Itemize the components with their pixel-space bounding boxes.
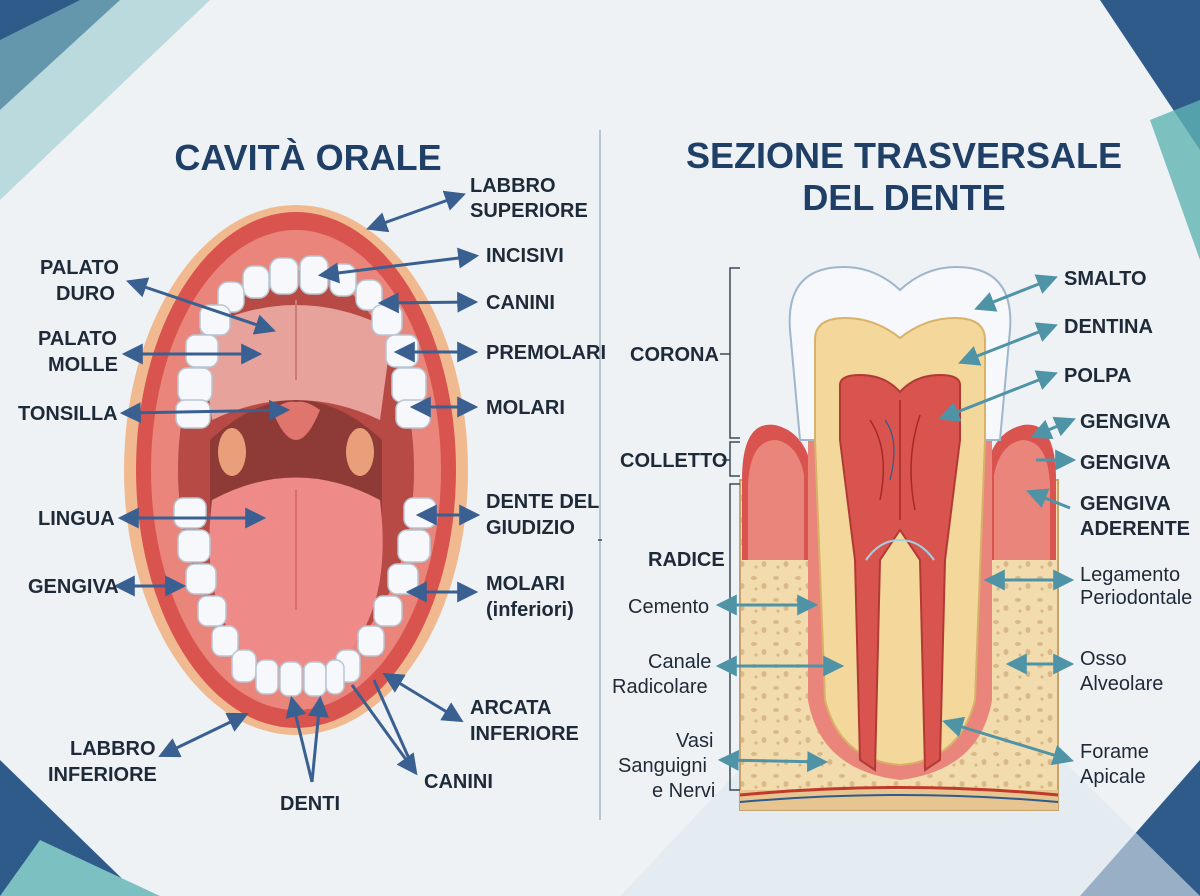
label-arcata-inferiore-2: INFERIORE (470, 723, 579, 745)
label-canale-2: Radicolare (612, 676, 708, 698)
label-palato-duro-2: DURO (56, 283, 115, 305)
label-legamento-2: Periodontale (1080, 587, 1192, 609)
left-arrows (113, 190, 481, 783)
right-arrows (715, 274, 1077, 773)
label-gengiva-2: GENGIVA (1080, 452, 1171, 474)
label-gengiva-aderente-2: ADERENTE (1080, 518, 1190, 540)
label-osso-2: Alveolare (1080, 673, 1163, 695)
right-labels: SMALTO DENTINA POLPA GENGIVA GENGIVA GEN… (612, 268, 1192, 802)
right-title-line2: DEL DENTE (802, 177, 1005, 218)
label-colletto: COLLETTO (620, 450, 727, 472)
label-vasi-2: Sanguigni (618, 755, 707, 777)
label-legamento-1: Legamento (1080, 564, 1180, 586)
label-lingua: LINGUA (38, 508, 115, 530)
label-polpa: POLPA (1064, 365, 1131, 387)
label-arcata-inferiore-1: ARCATA (470, 697, 551, 719)
label-canini-inferiori: CANINI (424, 771, 493, 793)
label-forame-2: Apicale (1080, 766, 1146, 788)
label-corona: CORONA (630, 344, 719, 366)
mouth-illustration (124, 205, 468, 735)
label-denti: DENTI (280, 793, 340, 815)
label-vasi-3: e Nervi (652, 780, 715, 802)
label-palato-molle-1: PALATO (38, 328, 117, 350)
tooth-illustration (739, 266, 1059, 811)
label-palato-duro-1: PALATO (40, 257, 119, 279)
label-gengiva-1: GENGIVA (1080, 411, 1171, 433)
label-forame-1: Forame (1080, 741, 1149, 763)
label-gengiva: GENGIVA (28, 576, 119, 598)
lower-teeth (173, 497, 437, 697)
label-dentina: DENTINA (1064, 316, 1153, 338)
label-palato-molle-2: MOLLE (48, 354, 118, 376)
label-labbro-inferiore-2: INFERIORE (48, 764, 157, 786)
label-dente-giudizio-1: DENTE DEL (486, 491, 599, 513)
label-labbro-inferiore-1: LABBRO (70, 738, 156, 760)
label-labbro-superiore-2: SUPERIORE (470, 200, 588, 222)
label-molari-inferiori-1: MOLARI (486, 573, 565, 595)
right-title-line1: SEZIONE TRASVERSALE (686, 135, 1122, 176)
label-incisivi: INCISIVI (486, 245, 564, 267)
label-cemento: Cemento (628, 596, 709, 618)
label-molari-inferiori-2: (inferiori) (486, 599, 574, 621)
label-tonsilla: TONSILLA (18, 403, 118, 425)
left-labels: LABBRO SUPERIORE INCISIVI CANINI PREMOLA… (18, 175, 606, 815)
label-gengiva-aderente-1: GENGIVA (1080, 493, 1171, 515)
label-labbro-superiore-1: LABBRO (470, 175, 556, 197)
left-title: CAVITÀ ORALE (174, 137, 441, 178)
label-smalto: SMALTO (1064, 268, 1147, 290)
label-osso-1: Osso (1080, 648, 1127, 670)
label-premolari: PREMOLARI (486, 342, 606, 364)
label-molari: MOLARI (486, 397, 565, 419)
label-radice: RADICE (648, 549, 725, 571)
label-canini-superiori: CANINI (486, 292, 555, 314)
label-vasi-1: Vasi (676, 730, 713, 752)
label-canale-1: Canale (648, 651, 711, 673)
pulp (839, 373, 961, 772)
label-dente-giudizio-2: GIUDIZIO (486, 517, 575, 539)
tooth-brackets (598, 267, 740, 791)
